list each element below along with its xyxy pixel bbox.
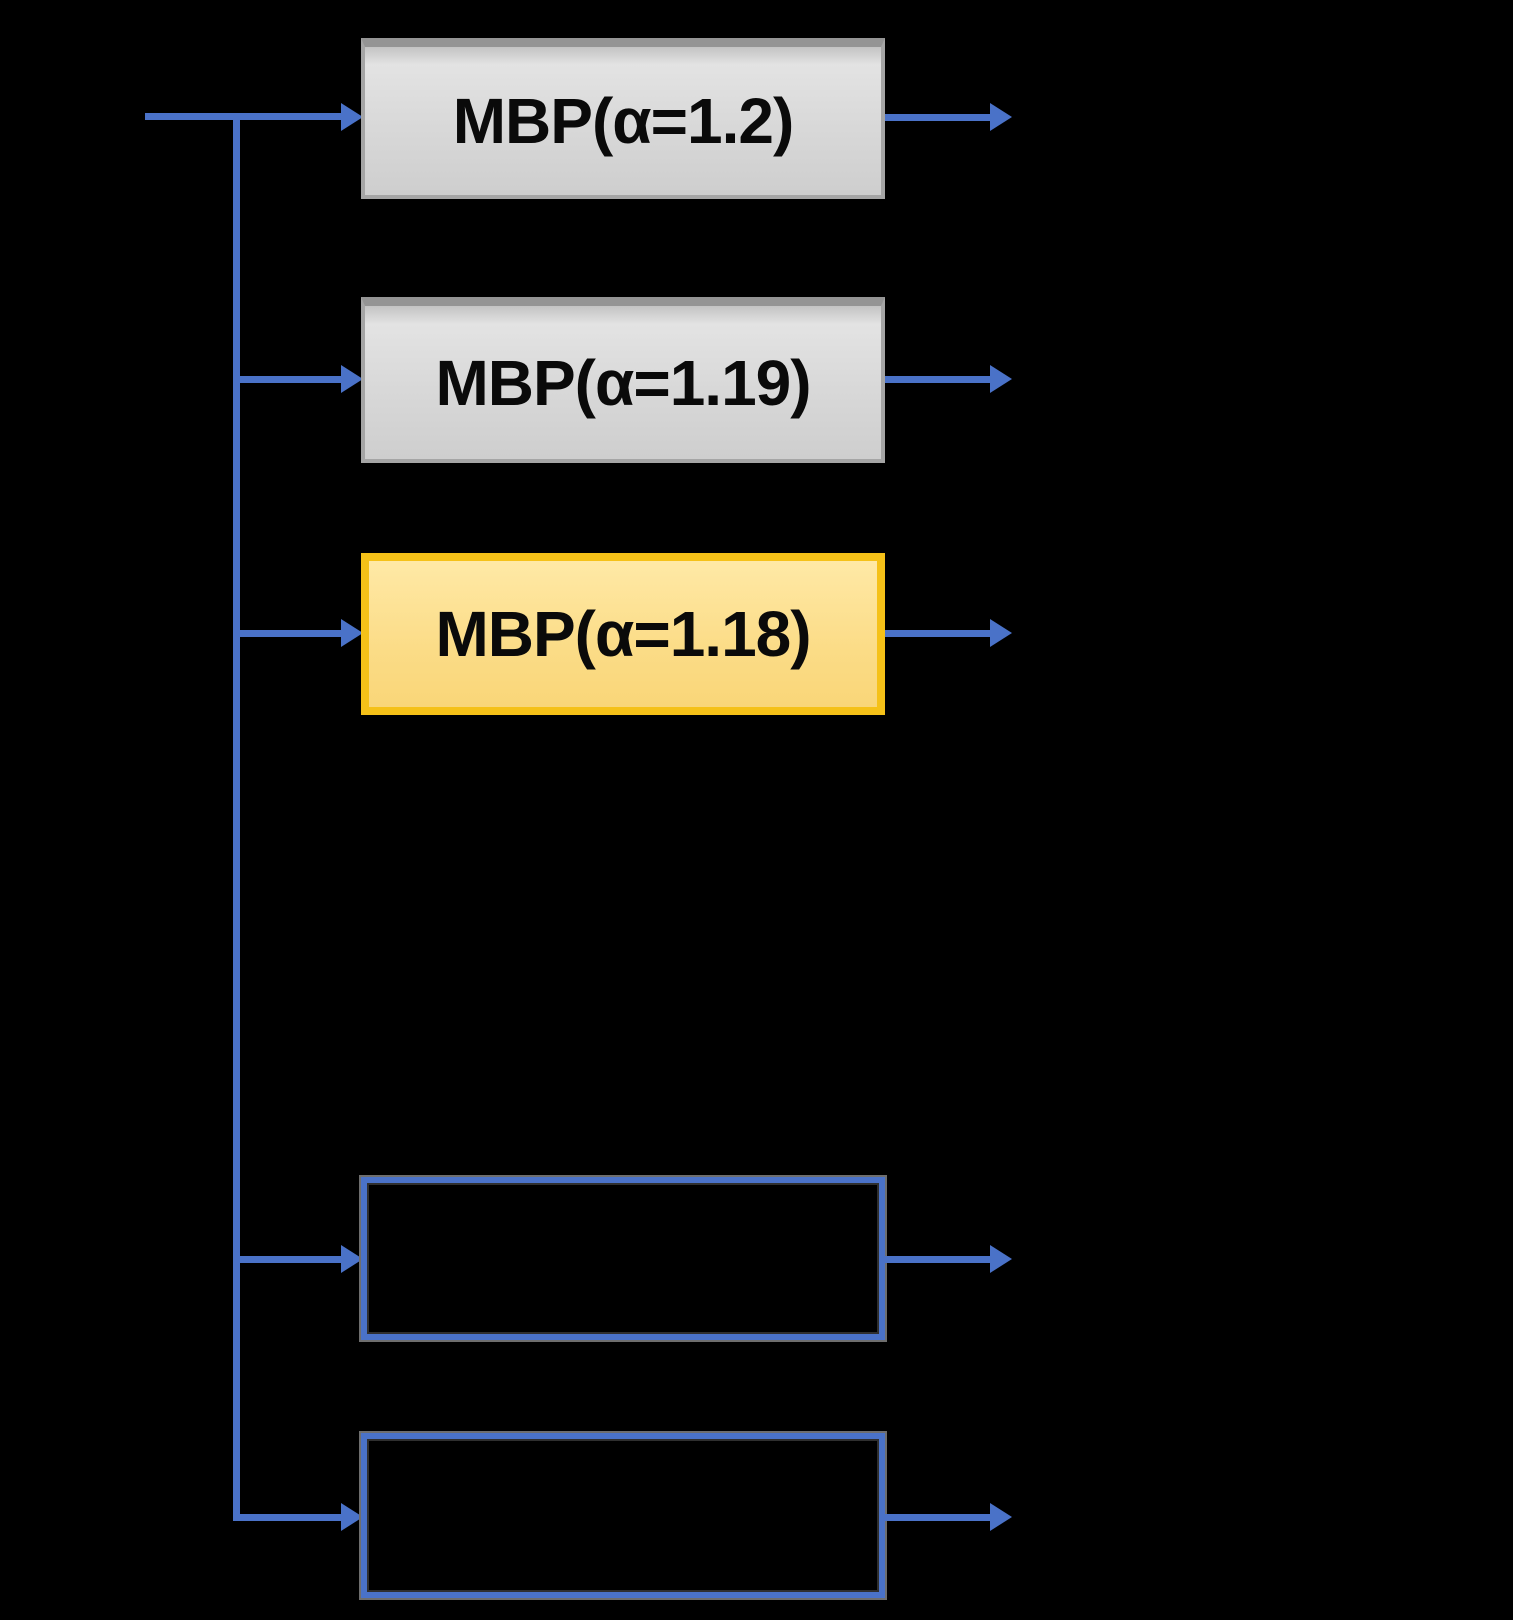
branch-arrowhead-icon-5	[341, 1503, 363, 1531]
empty-box-5	[361, 1433, 885, 1598]
mbp-box-2: MBP(α=1.19)	[361, 297, 885, 463]
output-line-3	[885, 630, 990, 637]
output-arrowhead-icon-3	[990, 619, 1012, 647]
output-arrowhead-icon-2	[990, 365, 1012, 393]
mbp-box-3-label: MBP(α=1.18)	[435, 598, 811, 670]
mbp-box-2-label: MBP(α=1.19)	[435, 346, 811, 419]
output-arrowhead-icon-5	[990, 1503, 1012, 1531]
branch-arrowhead-icon-3	[341, 619, 363, 647]
branch-line-5	[233, 1514, 341, 1521]
branch-arrowhead-icon-2	[341, 365, 363, 393]
branch-line-3	[233, 630, 341, 637]
output-arrowhead-icon-1	[990, 103, 1012, 131]
input-arrowhead-icon	[341, 103, 363, 131]
mbp-box-3-highlighted: MBP(α=1.18)	[361, 553, 885, 715]
output-line-5	[885, 1514, 990, 1521]
output-arrowhead-icon-4	[990, 1245, 1012, 1273]
branch-arrowhead-icon-4	[341, 1245, 363, 1273]
empty-box-4	[361, 1177, 885, 1340]
mbp-box-1: MBP(α=1.2)	[361, 38, 885, 199]
output-line-4	[885, 1256, 990, 1263]
branch-line-2	[233, 376, 341, 383]
output-line-2	[885, 376, 990, 383]
input-connector-line	[145, 113, 341, 120]
mbp-box-1-label: MBP(α=1.2)	[452, 85, 795, 157]
branch-line-4	[233, 1256, 341, 1263]
trunk-line	[233, 113, 240, 1521]
output-line-1	[885, 114, 990, 121]
